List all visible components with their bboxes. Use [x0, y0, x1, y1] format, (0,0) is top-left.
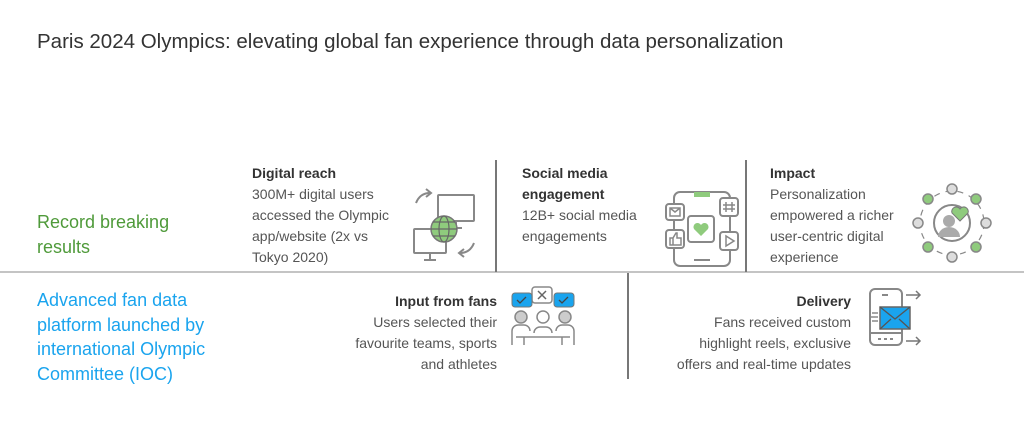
- card-heading: Impact: [770, 165, 816, 181]
- card-heading: Social media engagement: [522, 165, 608, 202]
- card-delivery: Delivery Fans received custom highlight …: [670, 291, 851, 375]
- user-network-icon: [912, 183, 992, 263]
- card-digital-reach: Digital reach 300M+ digital users access…: [252, 163, 402, 268]
- column-divider: [495, 160, 497, 272]
- card-text: Users selected their favourite teams, sp…: [355, 314, 497, 372]
- card-text: 12B+ social media engagements: [522, 207, 637, 244]
- page-title: Paris 2024 Olympics: elevating global fa…: [37, 30, 784, 53]
- card-impact: Impact Personalization empowered a riche…: [770, 163, 910, 268]
- card-text: Fans received custom highlight reels, ex…: [676, 314, 851, 372]
- row-label-platform: Advanced fan data platform launched by i…: [37, 290, 206, 384]
- phone-mail-icon: [869, 288, 922, 346]
- card-social-media: Social media engagement 12B+ social medi…: [522, 163, 657, 247]
- column-divider: [745, 160, 747, 272]
- globe-devices-icon: [413, 188, 475, 261]
- card-text: 300M+ digital users accessed the Olympic…: [252, 186, 389, 265]
- row-divider: [0, 271, 1024, 273]
- column-divider: [627, 273, 629, 379]
- card-heading: Delivery: [796, 293, 851, 309]
- card-input-from-fans: Input from fans Users selected their fav…: [340, 291, 497, 375]
- social-phone-icon: [665, 191, 739, 267]
- row-label-results: Record breaking results: [37, 212, 170, 257]
- card-heading: Input from fans: [395, 293, 497, 309]
- card-heading: Digital reach: [252, 165, 337, 181]
- card-text: Personalization empowered a richer user-…: [770, 186, 894, 265]
- group-vote-icon: [511, 286, 575, 345]
